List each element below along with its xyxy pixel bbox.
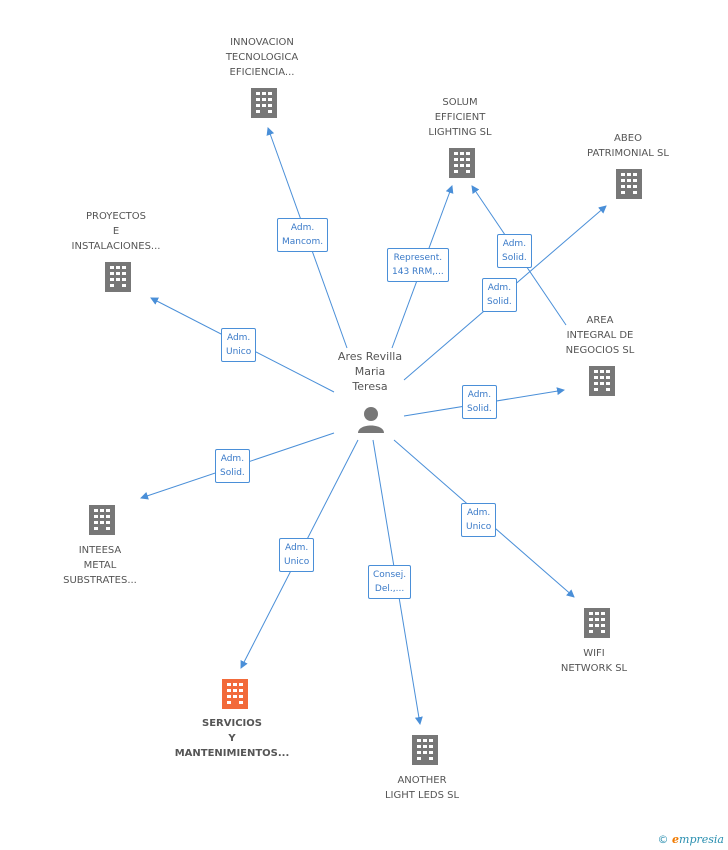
building-icon[interactable] [614, 167, 644, 205]
brand-footer: © empresia [658, 833, 724, 846]
brand-logo: empresia [672, 833, 724, 846]
relation-badge[interactable]: Adm. Solid. [215, 449, 250, 483]
building-icon[interactable] [220, 677, 250, 715]
company-label-inteesa[interactable]: INTEESA METAL SUBSTRATES... [63, 545, 137, 586]
company-label-proyectos[interactable]: PROYECTOS E INSTALACIONES... [71, 211, 161, 252]
person-name[interactable]: Ares Revilla Maria Teresa [337, 350, 403, 393]
relation-badge[interactable]: Adm. Unico [279, 538, 315, 572]
company-label-another[interactable]: ANOTHER LIGHT LEDS SL [384, 775, 460, 801]
building-icon[interactable] [587, 364, 617, 402]
relation-badge[interactable]: Adm. Unico [461, 503, 497, 537]
relation-badge[interactable]: Represent. 143 RRM,... [387, 248, 449, 282]
company-label-solum[interactable]: SOLUM EFFICIENT LIGHTING SL [428, 97, 492, 138]
company-label-servicios[interactable]: SERVICIOS Y MANTENIMIENTOS... [174, 718, 290, 759]
relation-badge[interactable]: Adm. Solid. [497, 234, 532, 268]
person-icon[interactable] [357, 405, 385, 437]
company-label-area[interactable]: AREA INTEGRAL DE NEGOCIOS SL [565, 315, 635, 356]
company-label-wifi[interactable]: WIFI NETWORK SL [560, 648, 628, 674]
building-icon[interactable] [249, 86, 279, 124]
relation-badge[interactable]: Adm. Mancom. [277, 218, 329, 252]
relation-badge[interactable]: Adm. Solid. [482, 278, 517, 312]
relation-badge[interactable]: Adm. Unico [221, 328, 257, 362]
building-icon[interactable] [410, 733, 440, 771]
building-icon[interactable] [103, 260, 133, 298]
copyright-icon: © [657, 833, 669, 846]
relation-badge[interactable]: Adm. Solid. [462, 385, 497, 419]
building-icon[interactable] [582, 606, 612, 644]
relation-badge[interactable]: Consej. Del.,... [368, 565, 412, 599]
company-label-innovacion[interactable]: INNOVACION TECNOLOGICA EFICIENCIA... [225, 37, 299, 78]
company-label-abeo[interactable]: ABEO PATRIMONIAL SL [587, 133, 669, 159]
building-icon[interactable] [447, 146, 477, 184]
building-icon[interactable] [87, 503, 117, 541]
